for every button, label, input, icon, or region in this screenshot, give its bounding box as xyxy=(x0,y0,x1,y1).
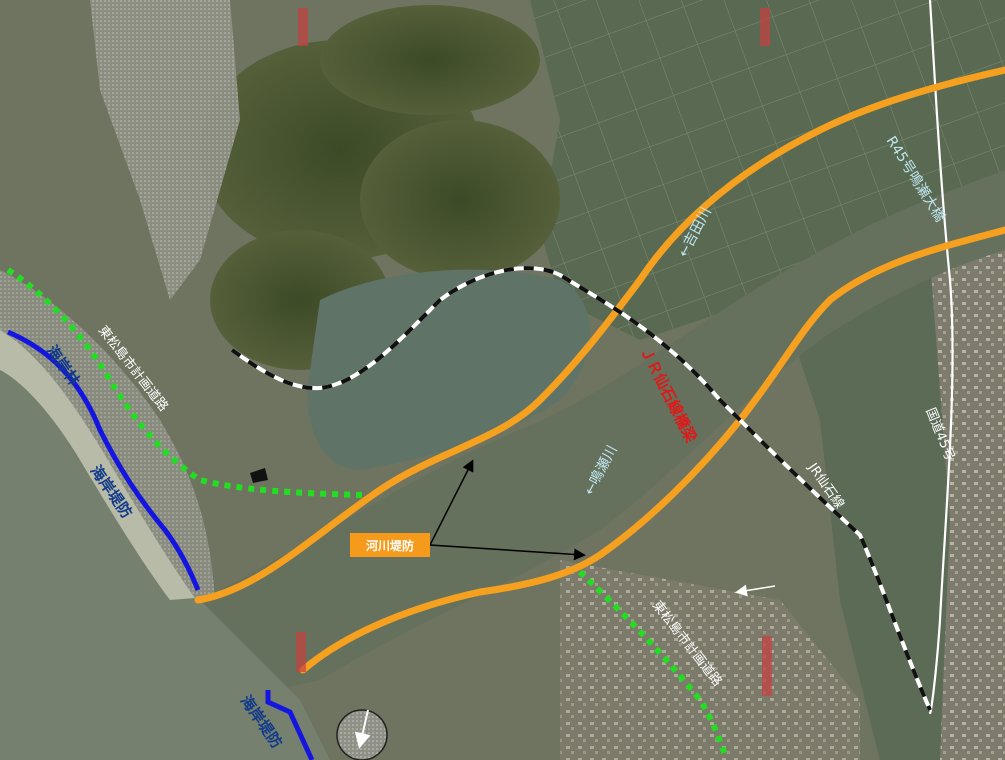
red-marker-bottom-1 xyxy=(296,632,306,672)
city-road-lower xyxy=(577,569,728,756)
route-45-road xyxy=(928,0,954,715)
red-marker-bottom-2 xyxy=(762,636,772,696)
red-marker-top-2 xyxy=(760,8,770,46)
red-marker-top-1 xyxy=(298,8,308,46)
coastal-forest-area xyxy=(0,270,215,600)
river-levee-callout-box xyxy=(350,533,430,557)
marker-shape xyxy=(250,468,268,483)
hill-4 xyxy=(320,5,540,115)
north-arrow-icon xyxy=(336,709,388,760)
callout-arrow-north xyxy=(429,459,474,546)
seawall-bottom xyxy=(265,690,315,760)
callout-arrow-south xyxy=(429,544,586,561)
damaged-town-upper-left xyxy=(90,0,240,300)
river-levee-north xyxy=(194,66,1005,604)
jr-railway-black xyxy=(230,266,932,711)
river-channel xyxy=(200,170,1005,700)
flow-arrow-icon xyxy=(735,584,776,597)
beach xyxy=(0,330,195,600)
hill-2 xyxy=(360,120,560,280)
town-area-right xyxy=(930,240,1005,760)
seawall-left xyxy=(7,329,201,591)
river-levee-south xyxy=(299,226,1005,674)
river-levee-label: 河川堤防 xyxy=(365,538,414,553)
town-area-lower xyxy=(560,560,860,760)
